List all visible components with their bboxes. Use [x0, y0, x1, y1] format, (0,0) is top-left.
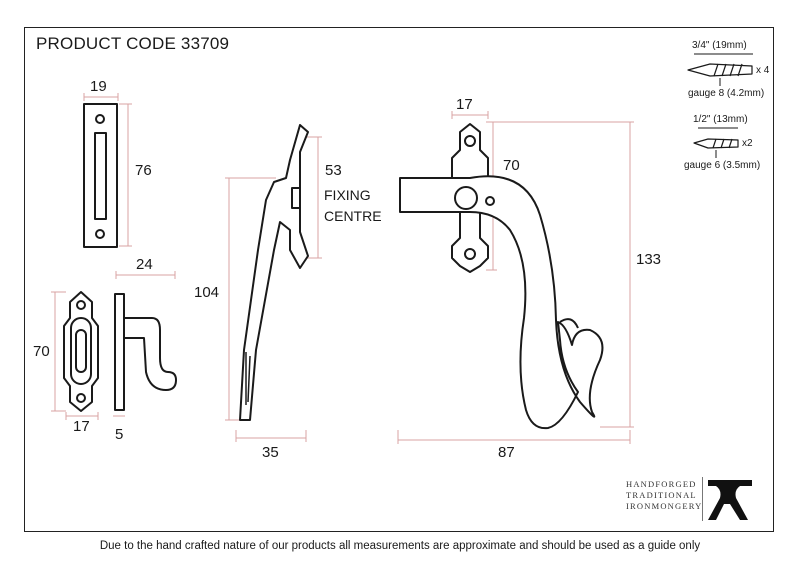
large-screw-qty: x 4 — [756, 65, 770, 76]
total-width-label: 87 — [498, 444, 515, 461]
anvil-logo — [708, 480, 752, 520]
catch-depth-label: 5 — [115, 426, 124, 443]
total-width-dim-line — [397, 430, 631, 444]
catch-width-dim-line — [115, 271, 176, 279]
fixing-centre-label: FIXING CENTRE — [324, 185, 382, 227]
brand-line1: HANDFORGED — [626, 479, 697, 489]
fixing-centre-value: 53 — [325, 162, 342, 179]
handle-projection-dim-line — [235, 430, 307, 442]
catch-plate-side-view — [114, 293, 177, 411]
fixing-label-line1: FIXING — [324, 187, 371, 203]
keep-front-view — [83, 103, 118, 248]
keep-height-dim-line — [119, 103, 132, 247]
catch-height-label: 70 — [33, 343, 50, 360]
brand-text: HANDFORGED TRADITIONAL IRONMONGERY — [626, 479, 702, 512]
brand-divider — [702, 477, 703, 521]
fixing-centre-dim-line — [304, 136, 322, 259]
total-height-label: 133 — [636, 251, 662, 268]
small-screw-icon — [693, 138, 739, 149]
small-screw-length: 1/2" (13mm) — [693, 114, 748, 125]
footer-disclaimer: Due to the hand crafted nature of our pr… — [99, 540, 701, 552]
catch-width-label: 24 — [136, 256, 153, 273]
large-screw-gauge: gauge 8 (4.2mm) — [688, 88, 765, 99]
large-screw-length: 3/4" (19mm) — [692, 40, 747, 51]
handle-front-view — [399, 123, 604, 430]
catch-base-label: 17 — [73, 418, 90, 435]
backplate-width-dim-line — [451, 111, 489, 119]
backplate-width-label: 17 — [456, 96, 473, 113]
catch-base-dim-line — [65, 412, 99, 420]
small-screw-qty: x2 — [742, 138, 753, 149]
handle-length-label: 104 — [194, 284, 220, 301]
drawing-frame — [24, 27, 774, 532]
fixing-label-line2: CENTRE — [324, 208, 382, 224]
keep-width-label: 19 — [90, 78, 107, 95]
brand-line3: IRONMONGERY — [626, 501, 703, 511]
handle-side-view — [239, 124, 309, 421]
backplate-height-label: 70 — [503, 157, 520, 174]
total-height-dim-line — [490, 121, 634, 428]
large-screw-icon — [687, 63, 753, 77]
keep-height-label: 76 — [135, 162, 152, 179]
product-code: PRODUCT CODE 33709 — [36, 34, 230, 53]
handle-projection-label: 35 — [262, 444, 279, 461]
catch-height-dim-line — [51, 291, 66, 412]
small-screw-gauge: gauge 6 (3.5mm) — [684, 160, 761, 171]
catch-plate-front-view — [63, 291, 99, 412]
keep-width-dim-line — [83, 93, 119, 101]
brand-line2: TRADITIONAL — [626, 490, 697, 500]
